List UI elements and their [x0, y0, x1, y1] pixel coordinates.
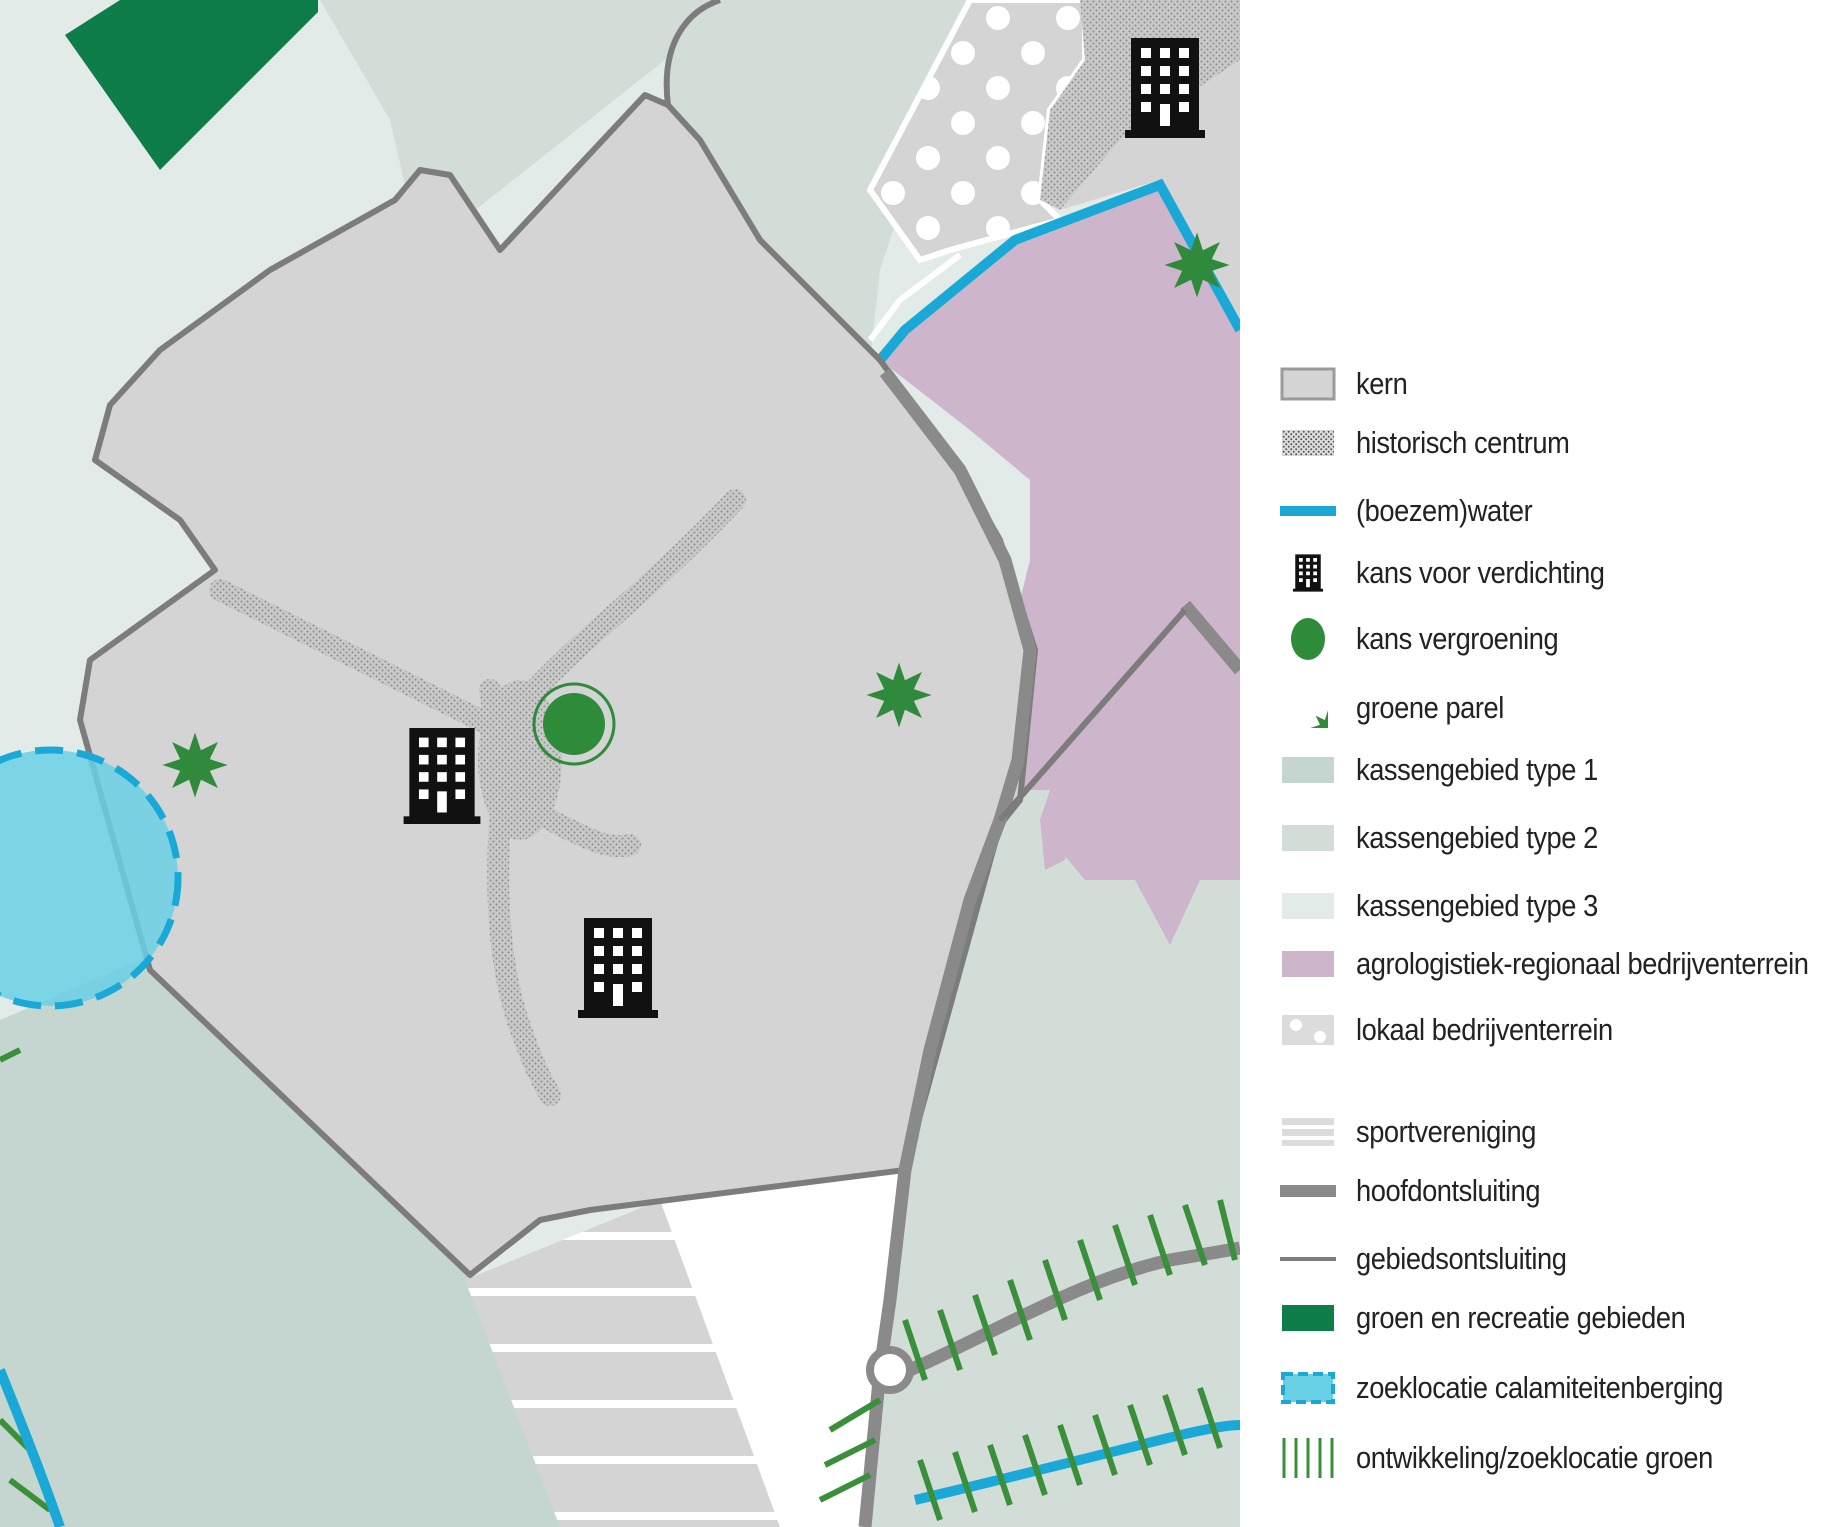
water-line-swatch [1280, 492, 1336, 530]
kans-vergroening-icon[interactable] [532, 682, 616, 766]
legend-label: kassengebied type 2 [1356, 820, 1598, 855]
legend-label: kassengebied type 1 [1356, 752, 1598, 787]
legend-item-water: (boezem)water [1280, 487, 1556, 535]
legend-item-sport: sportvereniging [1280, 1108, 1560, 1156]
gebiedsontsluiting-east [997, 608, 1188, 822]
legend-label: ontwikkeling/zoeklocatie groen [1356, 1440, 1713, 1475]
legend-label: lokaal bedrijventerrein [1356, 1012, 1613, 1047]
legend-label: kern [1356, 366, 1408, 401]
thin-road-swatch [1280, 1240, 1336, 1278]
legend-label: zoeklocatie calamiteitenberging [1356, 1370, 1724, 1405]
legend-item-lokaal: lokaal bedrijventerrein [1280, 1006, 1648, 1054]
green-star-icon [1280, 689, 1336, 727]
groene-parel-icon[interactable] [866, 662, 932, 728]
legend-item-agro: agrologistiek-regionaal bedrijventerrein [1280, 940, 1823, 988]
legend-label: historisch centrum [1356, 425, 1570, 460]
legend-label: (boezem)water [1356, 493, 1533, 528]
legend-label: sportvereniging [1356, 1114, 1536, 1149]
legend-label: agrologistiek-regionaal bedrijventerrein [1356, 946, 1809, 981]
dark-green-swatch [1280, 1299, 1336, 1337]
legend-item-gebied: gebiedsontsluiting [1280, 1235, 1595, 1283]
groene-parel-icon[interactable] [162, 732, 228, 798]
groen-en-recreatie-area [65, 0, 318, 170]
kassengebied-type-2-area-south [0, 960, 560, 1527]
open-area [660, 1170, 905, 1527]
water-edge-white [867, 252, 962, 342]
hoofdontsluiting-main [858, 368, 1037, 1527]
agrologistiek-area [880, 180, 1240, 945]
green-hatch-swatch [1280, 1438, 1336, 1478]
boezem-water-northeast [876, 178, 1240, 364]
striped-swatch [1280, 1113, 1336, 1151]
water-southwest [0, 1368, 65, 1527]
legend-item-kas1: kassengebied type 1 [1280, 746, 1631, 794]
legend-item-kas3: kassengebied type 3 [1280, 882, 1631, 930]
legend-item-hoofd: hoofdontsluiting [1280, 1167, 1565, 1215]
legend-item-vergroening: kans vergroening [1280, 615, 1586, 663]
legend-item-kas2: kassengebied type 2 [1280, 814, 1631, 862]
dashed-blue-swatch [1280, 1369, 1336, 1407]
legend-label: groen en recreatie gebieden [1356, 1300, 1686, 1335]
hoofdontsluiting-south-curve [907, 1241, 1240, 1376]
calamiteitenberging-zone [0, 746, 182, 1010]
legend-label: kassengebied type 3 [1356, 888, 1598, 923]
legend-item-kern: kern [1280, 360, 1414, 408]
legend-label: kans voor verdichting [1356, 555, 1605, 590]
map-canvas [0, 0, 1240, 1527]
legend-label: groene parel [1356, 690, 1504, 725]
hatched-swatch [1280, 424, 1336, 462]
ontwikkeling-groen-hatch [0, 1047, 1238, 1521]
legend-item-ontwikkeling: ontwikkeling/zoeklocatie groen [1280, 1434, 1761, 1482]
hoofdontsluiting-east [1180, 600, 1240, 675]
historisch-centrum-plaza [478, 680, 562, 840]
building-icon [1280, 554, 1336, 592]
kassengebied-type-2-swatch [1280, 819, 1336, 857]
green-dot-icon [1280, 618, 1336, 660]
groene-parel-icon[interactable] [1164, 232, 1230, 298]
verdichting-building-icon[interactable] [578, 918, 658, 1018]
legend-label: gebiedsontsluiting [1356, 1241, 1567, 1276]
sportvereniging-area [465, 1200, 780, 1527]
verdichting-building-icon[interactable] [403, 728, 481, 824]
legend-label: hoofdontsluiting [1356, 1173, 1541, 1208]
legend-item-parel: groene parel [1280, 684, 1524, 732]
legend-item-groen: groen en recreatie gebieden [1280, 1294, 1730, 1342]
gebiedsontsluiting-west-curve [663, 0, 722, 106]
map[interactable] [0, 0, 1240, 1527]
legend-item-historisch-centrum: historisch centrum [1280, 419, 1599, 467]
verdichting-building-icon[interactable] [1125, 38, 1205, 138]
legend-item-calamiteit: zoeklocatie calamiteitenberging [1280, 1364, 1773, 1412]
dotted-swatch [1280, 1011, 1336, 1049]
legend-label: kans vergroening [1356, 621, 1559, 656]
kassengebied-type-1-swatch [1280, 751, 1336, 789]
thick-road-swatch [1280, 1172, 1336, 1210]
kassengebied-type-3-swatch [1280, 887, 1336, 925]
water-south [913, 1420, 1240, 1505]
agrologistiek-swatch [1280, 945, 1336, 983]
historisch-centrum-streets [209, 489, 746, 1106]
kassengebied-type-2-area-northeast [669, 0, 970, 360]
roundabout [866, 1346, 914, 1394]
kern-swatch [1280, 365, 1336, 403]
legend-item-verdichting: kans voor verdichting [1280, 549, 1638, 597]
